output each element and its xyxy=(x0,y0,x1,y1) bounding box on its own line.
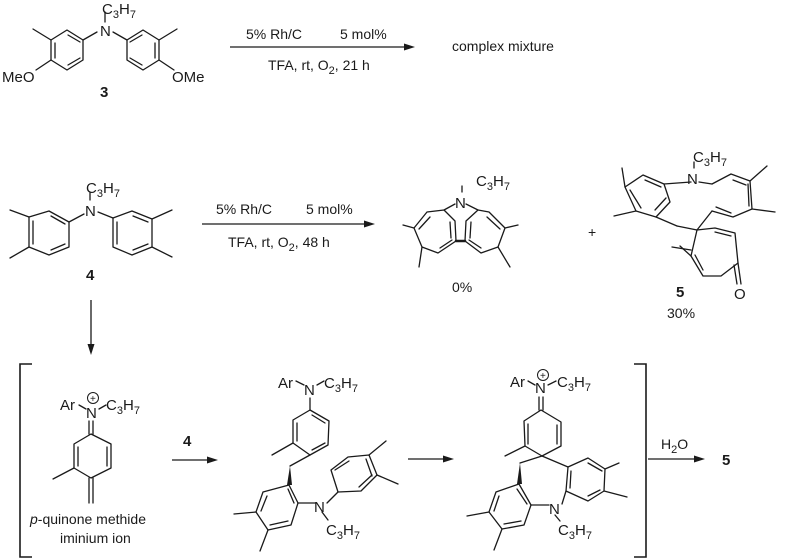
reagent-label-4: 4 xyxy=(183,433,192,450)
reaction-arrow-2: 5% Rh/C 5 mol% TFA, rt, O2, 48 h xyxy=(202,201,375,254)
nitrogen-atom: N xyxy=(314,499,325,516)
hydrolysis-arrow: H2O 5 xyxy=(648,436,730,469)
nitrogen-atom: N xyxy=(85,203,96,220)
yield-carbazole: 0% xyxy=(452,279,472,295)
loading-label: 5 mol% xyxy=(340,26,387,42)
conditions-below: TFA, rt, O2, 48 h xyxy=(228,234,330,254)
mechanism-arrow-2 xyxy=(408,455,454,463)
compound-label-5: 5 xyxy=(676,284,684,301)
aryl-label: Ar xyxy=(510,374,525,391)
nitrogen-atom: N xyxy=(455,195,466,212)
propyl-label: C3H7 xyxy=(102,1,136,21)
mechanism-arrow-1: 4 xyxy=(172,433,218,464)
propyl-label: C3H7 xyxy=(558,522,592,542)
compound-3: N C3H7 MeO OMe 3 xyxy=(2,1,205,101)
methoxy-right: OMe xyxy=(172,69,205,86)
down-arrow xyxy=(87,300,95,355)
aryl-label: Ar xyxy=(278,375,293,392)
positive-charge-icon xyxy=(87,392,99,404)
catalyst-label: 5% Rh/C xyxy=(216,201,272,217)
caption-line-1: p-quinone methide xyxy=(29,511,146,527)
nitrogen-atom: N xyxy=(86,405,97,422)
loading-label: 5 mol% xyxy=(306,201,353,217)
nitrogen-atom: N xyxy=(687,171,698,188)
propyl-label: C3H7 xyxy=(557,374,591,394)
svg-text:+: + xyxy=(540,371,546,382)
oxygen-atom: O xyxy=(734,286,746,303)
right-bracket xyxy=(634,363,647,558)
complex-mixture-text: complex mixture xyxy=(452,38,554,54)
compound-5: N C3H7 O 5 30% xyxy=(613,149,776,321)
nitrogen-atom: N xyxy=(100,23,111,40)
methoxy-left: MeO xyxy=(2,69,35,86)
catalyst-label: 5% Rh/C xyxy=(246,26,302,42)
compound-label-4: 4 xyxy=(86,267,95,284)
svg-text:+: + xyxy=(90,394,96,405)
compound-label-3: 3 xyxy=(100,84,108,101)
quinone-methide-iminium: Ar N + C3H7 p-quinone methide iminium io… xyxy=(29,392,146,546)
spiro-iminium-intermediate: Ar N + C3H7 N C3H7 xyxy=(466,369,628,551)
propyl-label: C3H7 xyxy=(476,173,510,193)
propyl-label: C3H7 xyxy=(106,397,140,417)
final-product-label-5: 5 xyxy=(722,452,730,469)
nitrogen-atom: N xyxy=(304,382,315,399)
caption-line-2: iminium ion xyxy=(60,530,131,546)
ring-bond xyxy=(50,29,84,71)
propyl-label: C3H7 xyxy=(86,180,120,200)
water-reagent: H2O xyxy=(661,436,688,456)
carbazole-product: N C3H7 0% xyxy=(402,173,519,295)
reaction-arrow-1: 5% Rh/C 5 mol% TFA, rt, O2, 21 h xyxy=(230,26,415,77)
plus-sign: + xyxy=(588,224,596,240)
nitrogen-atom: N xyxy=(549,501,560,518)
propyl-label: C3H7 xyxy=(693,149,727,169)
compound-4: N C3H7 4 xyxy=(9,180,173,284)
coupled-intermediate: Ar N C3H7 N C3H7 xyxy=(233,375,399,552)
left-bracket xyxy=(19,363,32,558)
propyl-label: C3H7 xyxy=(324,375,358,395)
yield-5: 30% xyxy=(667,305,695,321)
nitrogen-atom: N xyxy=(535,380,546,397)
aryl-label: Ar xyxy=(60,397,75,414)
positive-charge-icon xyxy=(537,369,549,381)
propyl-label: C3H7 xyxy=(326,522,360,542)
conditions-below: TFA, rt, O2, 21 h xyxy=(268,57,370,77)
